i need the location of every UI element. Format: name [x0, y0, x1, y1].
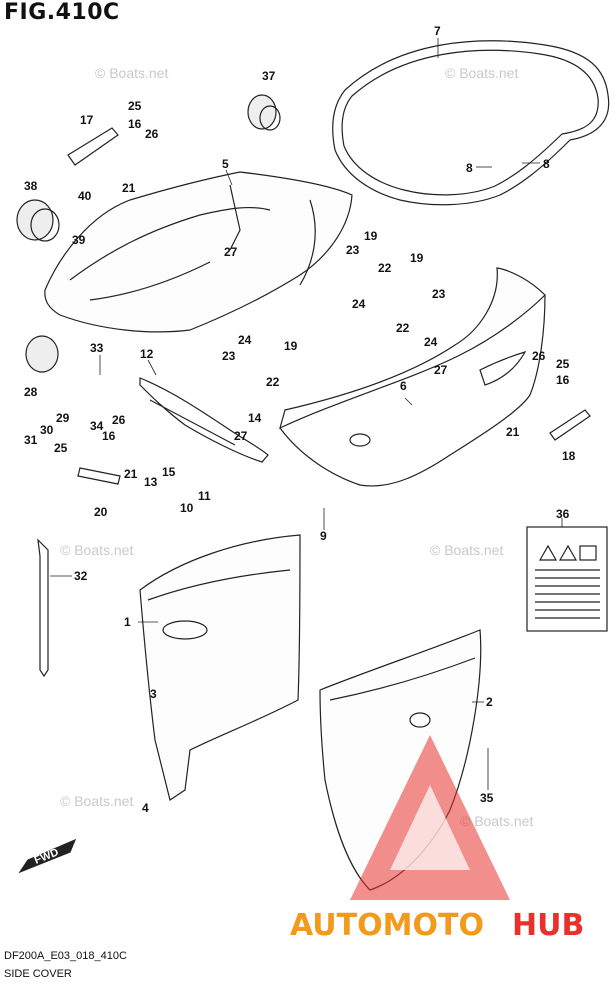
callout-25c: 25	[54, 441, 68, 455]
grommet-part	[247, 94, 277, 130]
part-drawings	[16, 40, 610, 891]
callout-27: 27	[224, 245, 238, 259]
callout-40: 40	[78, 189, 92, 203]
callout-29: 29	[56, 411, 70, 425]
callout-38: 38	[24, 179, 38, 193]
mount-bracket	[139, 377, 269, 463]
callout-27b: 27	[434, 363, 448, 377]
callout-5: 5	[222, 157, 229, 171]
callout-22b: 22	[396, 321, 410, 335]
fwd-label: FWD	[33, 846, 61, 867]
callout-17: 17	[80, 113, 94, 127]
callout-27c: 27	[234, 429, 248, 443]
lever-18	[549, 409, 591, 441]
callout-23b: 23	[432, 287, 446, 301]
watermark-5: © Boats.net	[60, 793, 133, 809]
leader-lines	[50, 38, 563, 790]
callout-2: 2	[486, 695, 493, 709]
callout-26b: 26	[532, 349, 546, 363]
callout-32: 32	[74, 569, 88, 583]
diagram-caption: SIDE COVER	[4, 968, 72, 980]
watermark-3: © Boats.net	[60, 542, 133, 558]
lower-side-cover-port	[139, 534, 301, 801]
watermark-4: © Boats.net	[430, 542, 503, 558]
callout-18: 18	[562, 449, 576, 463]
callout-14: 14	[248, 411, 262, 425]
callout-23: 23	[346, 243, 360, 257]
callout-4: 4	[142, 801, 149, 815]
callout-22c: 22	[266, 375, 280, 389]
callout-16c: 16	[102, 429, 116, 443]
watermark-1: © Boats.net	[95, 65, 168, 81]
upper-side-cover-port	[44, 171, 353, 333]
callout-26: 26	[145, 127, 159, 141]
callout-25b: 25	[556, 357, 570, 371]
callout-12: 12	[140, 347, 154, 361]
callout-8-right: 8	[543, 157, 550, 171]
figure-title: FIG.410C	[4, 0, 120, 25]
callout-15: 15	[162, 465, 176, 479]
logo: AUTOMOTO HUB	[290, 735, 584, 943]
caution-label-part	[526, 526, 608, 632]
callout-36: 36	[556, 507, 570, 521]
callout-35: 35	[480, 791, 494, 805]
callout-3: 3	[150, 687, 157, 701]
callout-31: 31	[24, 433, 38, 447]
callout-19: 19	[364, 229, 378, 243]
callout-21b: 21	[124, 467, 138, 481]
callout-33: 33	[90, 341, 104, 355]
callout-16b: 16	[556, 373, 570, 387]
callout-7: 7	[434, 24, 441, 38]
fwd-badge	[18, 838, 77, 874]
callout-22: 22	[378, 261, 392, 275]
callout-6: 6	[400, 379, 407, 393]
callout-13: 13	[144, 475, 158, 489]
lever-20	[77, 467, 121, 485]
upper-side-cover-starboard	[279, 267, 546, 430]
callout-30: 30	[40, 423, 54, 437]
callout-8-left: 8	[466, 161, 473, 175]
callout-23c: 23	[222, 349, 236, 363]
callout-21: 21	[122, 181, 136, 195]
callout-9: 9	[320, 529, 327, 543]
model-code: DF200A_E03_018_410C	[4, 950, 127, 962]
callout-numbers: 7 37 25 17 16 26 8 8 5 38 21 40 39 27 19…	[24, 24, 576, 815]
callout-1: 1	[124, 615, 131, 629]
callout-19c: 19	[284, 339, 298, 353]
callout-16: 16	[128, 117, 142, 131]
callout-24c: 24	[238, 333, 252, 347]
callout-39: 39	[72, 233, 86, 247]
callout-19b: 19	[410, 251, 424, 265]
callout-37: 37	[262, 69, 276, 83]
callout-25: 25	[128, 99, 142, 113]
callout-21c: 21	[506, 425, 520, 439]
callout-10: 10	[180, 501, 194, 515]
seal-ring-part	[332, 40, 610, 206]
watermark-2: © Boats.net	[445, 65, 518, 81]
logo-text-1: AUTOMOTO	[290, 908, 484, 943]
tie-wrap-part	[37, 538, 49, 678]
lever-17	[67, 127, 119, 166]
callout-24: 24	[352, 297, 366, 311]
callout-28: 28	[24, 385, 38, 399]
callout-34: 34	[90, 419, 104, 433]
callout-11: 11	[198, 489, 211, 503]
rubber-cap-part	[16, 199, 54, 241]
collar-part	[25, 335, 59, 373]
callout-26c: 26	[112, 413, 126, 427]
callout-24b: 24	[424, 335, 438, 349]
callout-20: 20	[94, 505, 108, 519]
watermark-6: © Boats.net	[460, 813, 533, 829]
logo-text-2: HUB	[512, 908, 584, 943]
